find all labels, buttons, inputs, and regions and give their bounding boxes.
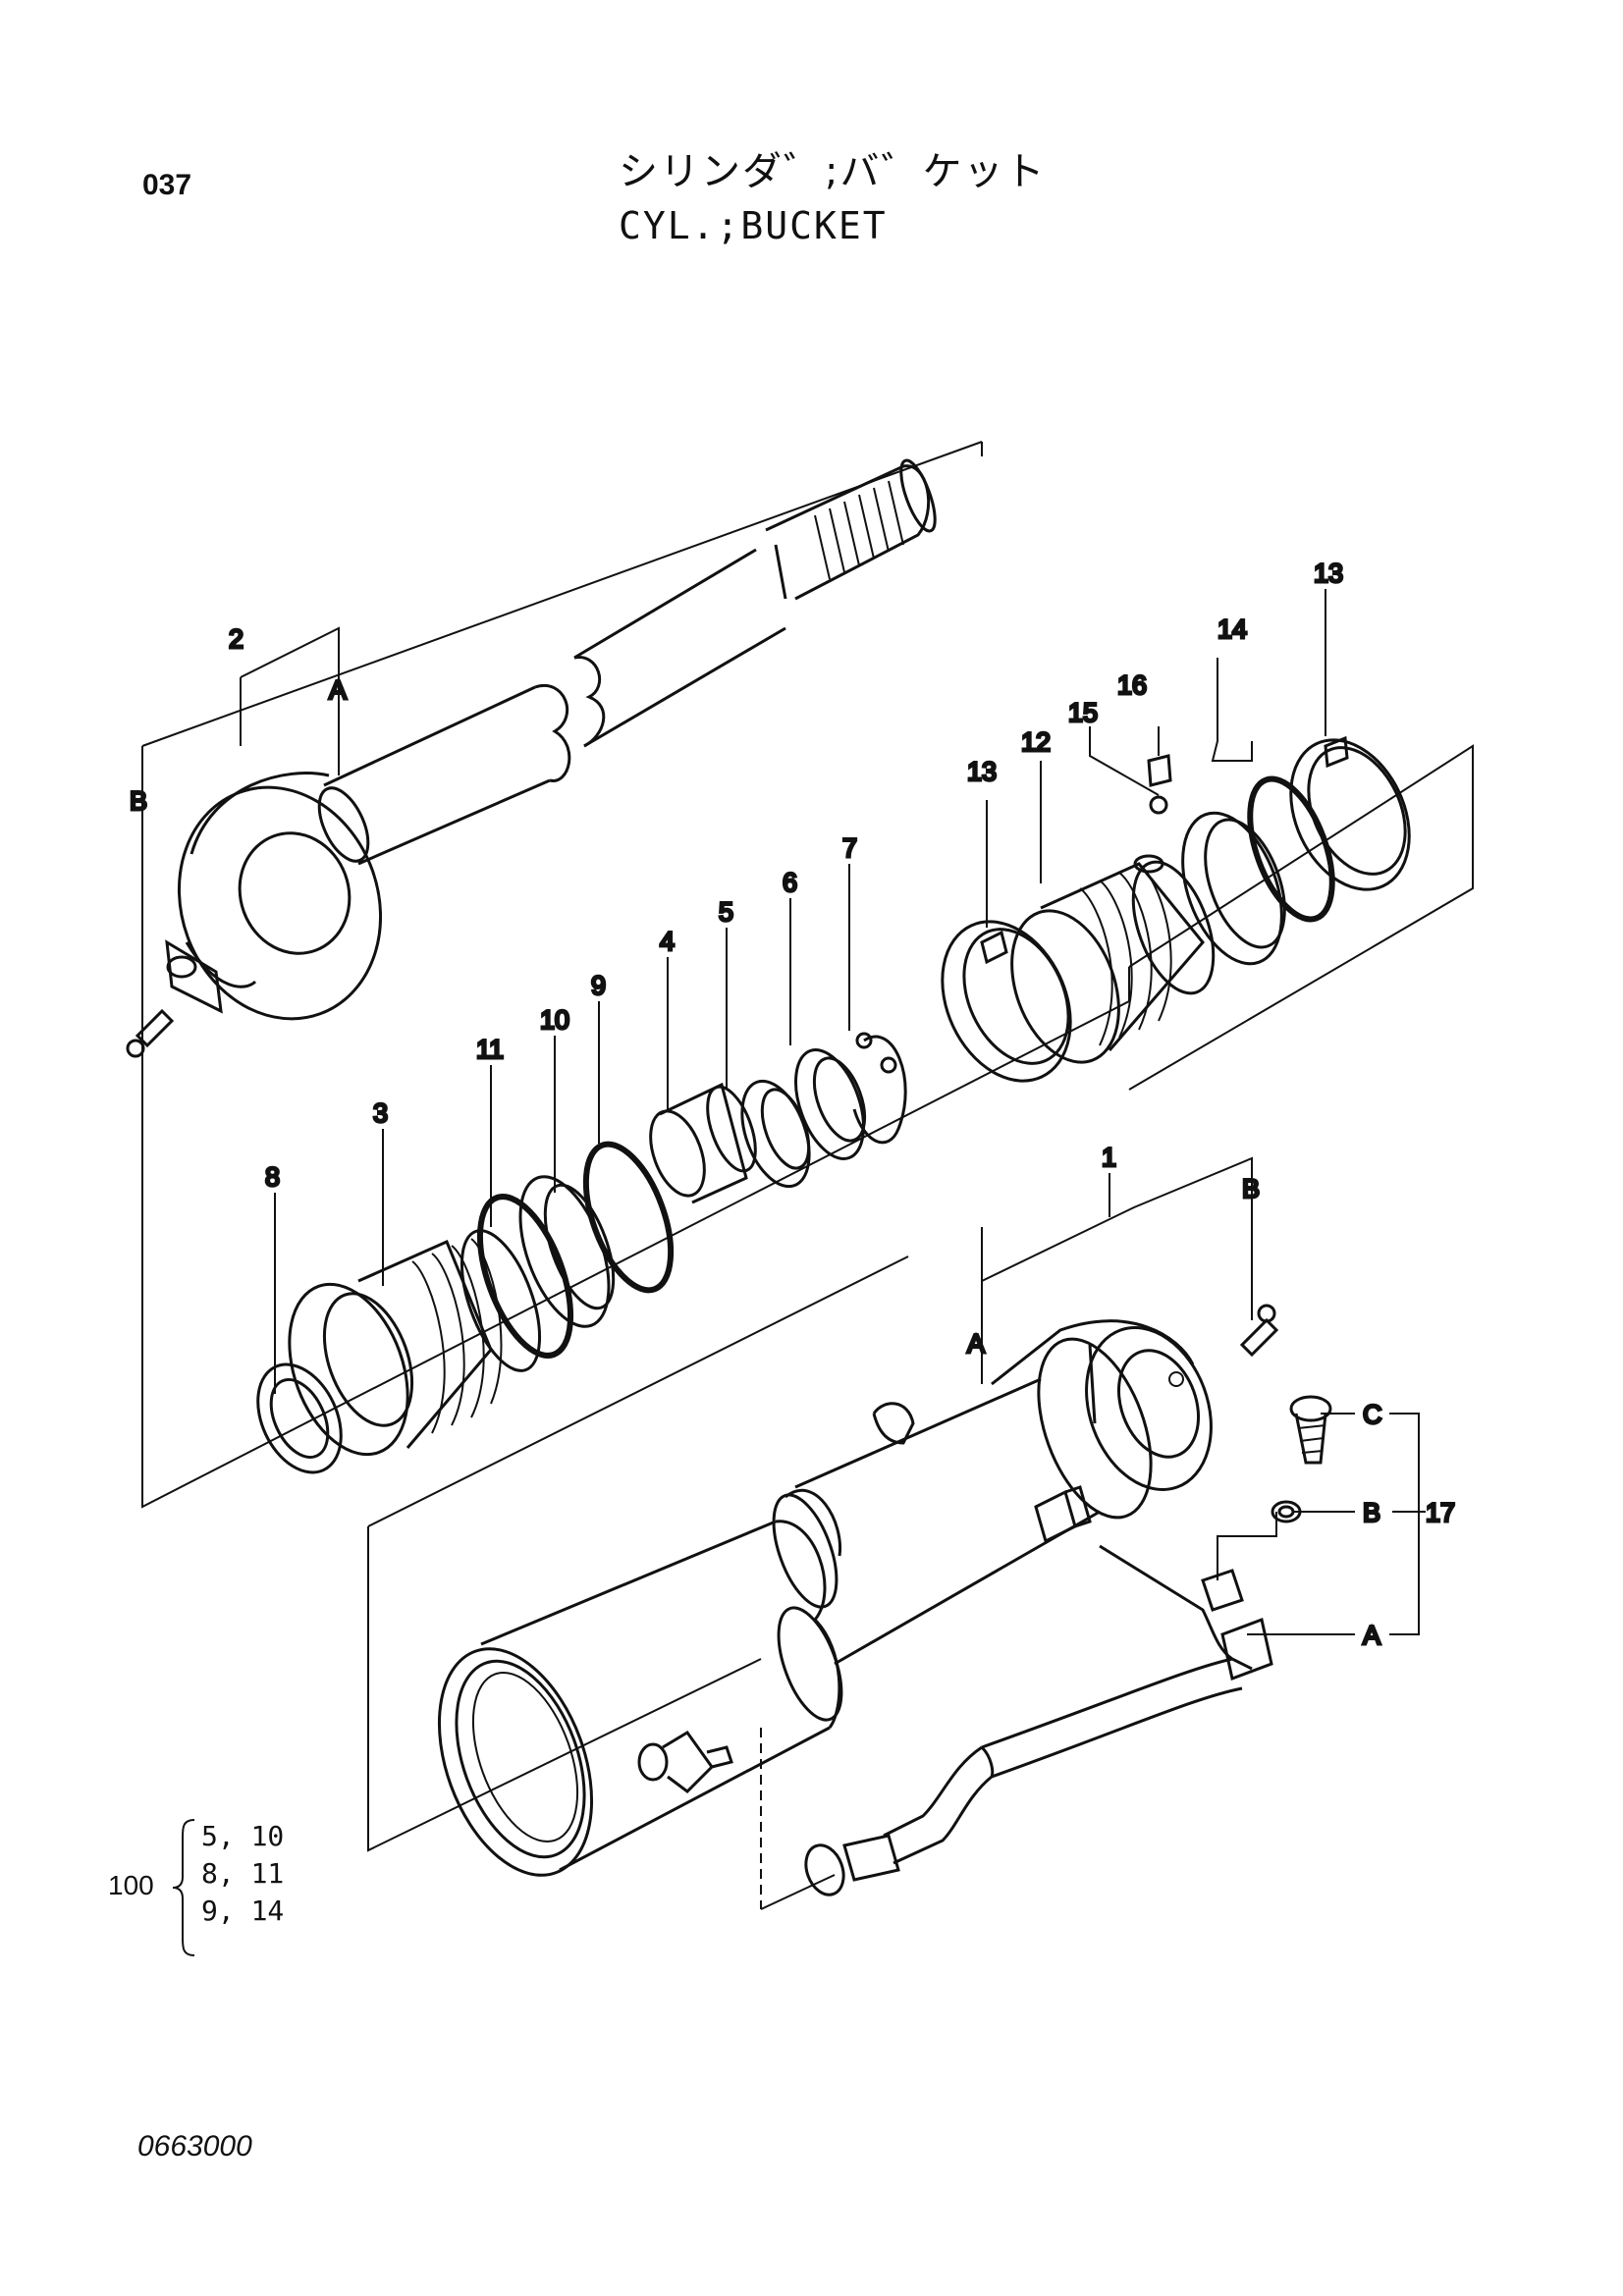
callout-3: 3 (373, 1098, 388, 1128)
callout-2: 2 (229, 624, 243, 654)
seal-kit-reference: 100 5, 10 8, 11 9, 14 (108, 1816, 363, 1963)
callout-pipe-c: C (1363, 1400, 1382, 1429)
hydraulic-pipe (804, 1395, 1332, 1896)
callout-13-left: 13 (967, 757, 997, 786)
piston-parts (941, 735, 1474, 1091)
cylinder-head-parts (141, 967, 1130, 1509)
kit-row: 5, 10 (201, 1820, 285, 1852)
callout-rod-b: B (130, 786, 147, 816)
callout-tube-b: B (1242, 1174, 1260, 1203)
kit-number: 100 (108, 1870, 154, 1900)
callout-8: 8 (265, 1162, 280, 1192)
page-number: 037 (142, 169, 192, 201)
callout-rod-a: A (329, 675, 347, 705)
callout-1: 1 (1102, 1143, 1116, 1172)
callout-14: 14 (1217, 614, 1247, 644)
kit-rows: 5, 10 8, 11 9, 14 (201, 1818, 284, 1930)
callout-4: 4 (660, 927, 675, 956)
drawing-code: 0663000 (137, 2130, 252, 2163)
callout-6: 6 (783, 868, 797, 897)
callout-11: 11 (476, 1035, 504, 1064)
callout-15: 15 (1068, 698, 1098, 727)
callout-9: 9 (591, 971, 606, 1000)
cylinder-tube (367, 1255, 1279, 1877)
callout-17: 17 (1426, 1498, 1455, 1527)
kit-row: 9, 14 (201, 1895, 285, 1927)
title-japanese: シリンダ゛;バ゛ケット (619, 149, 1047, 194)
callout-pipe-a: A (1363, 1621, 1380, 1650)
callout-12: 12 (1021, 727, 1051, 757)
callout-5: 5 (719, 897, 733, 927)
callout-tube-a: A (967, 1329, 985, 1359)
brace-icon (172, 1819, 195, 1956)
callout-13-right: 13 (1314, 559, 1343, 588)
callout-7: 7 (842, 833, 857, 863)
callout-pipe-b: B (1363, 1498, 1380, 1527)
callout-16: 16 (1117, 670, 1147, 700)
piston-rod (126, 441, 983, 1090)
callout-10: 10 (540, 1005, 569, 1035)
title-english: CYL.;BUCKET (619, 204, 888, 247)
kit-row: 8, 11 (201, 1857, 285, 1890)
